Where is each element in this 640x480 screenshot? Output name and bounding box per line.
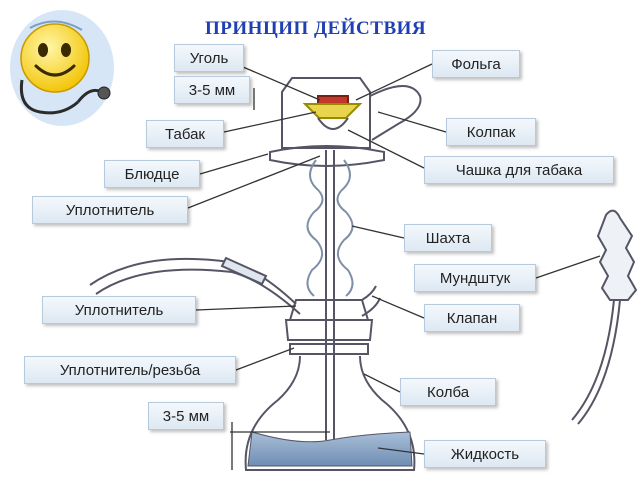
hookah-body [89,77,422,471]
leader-lines [187,63,601,470]
label-kolba: Колба [400,378,496,406]
label-chashka: Чашка для табака [424,156,614,184]
mouthpiece-illustration [571,209,638,425]
label-dim-top: 3-5 мм [174,76,250,104]
label-tabak: Табак [146,120,224,148]
label-uplotnitel-1: Уплотнитель [32,196,188,224]
label-uplotnitel-2: Уплотнитель [42,296,196,324]
label-folga: Фольга [432,50,520,78]
label-shahta: Шахта [404,224,492,252]
smiley-doctor-icon [10,10,114,126]
label-bludce: Блюдце [104,160,200,188]
label-klapan: Клапан [424,304,520,332]
label-uplotnitel-rezba: Уплотнитель/резьба [24,356,236,384]
label-dim-bottom: 3-5 мм [148,402,224,430]
diagram-title: ПРИНЦИП ДЕЙСТВИЯ [205,18,427,39]
label-kolpak: Колпак [446,118,536,146]
label-zhidkost: Жидкость [424,440,546,468]
label-mundshtuk: Мундштук [414,264,536,292]
label-ugol: Уголь [174,44,244,72]
